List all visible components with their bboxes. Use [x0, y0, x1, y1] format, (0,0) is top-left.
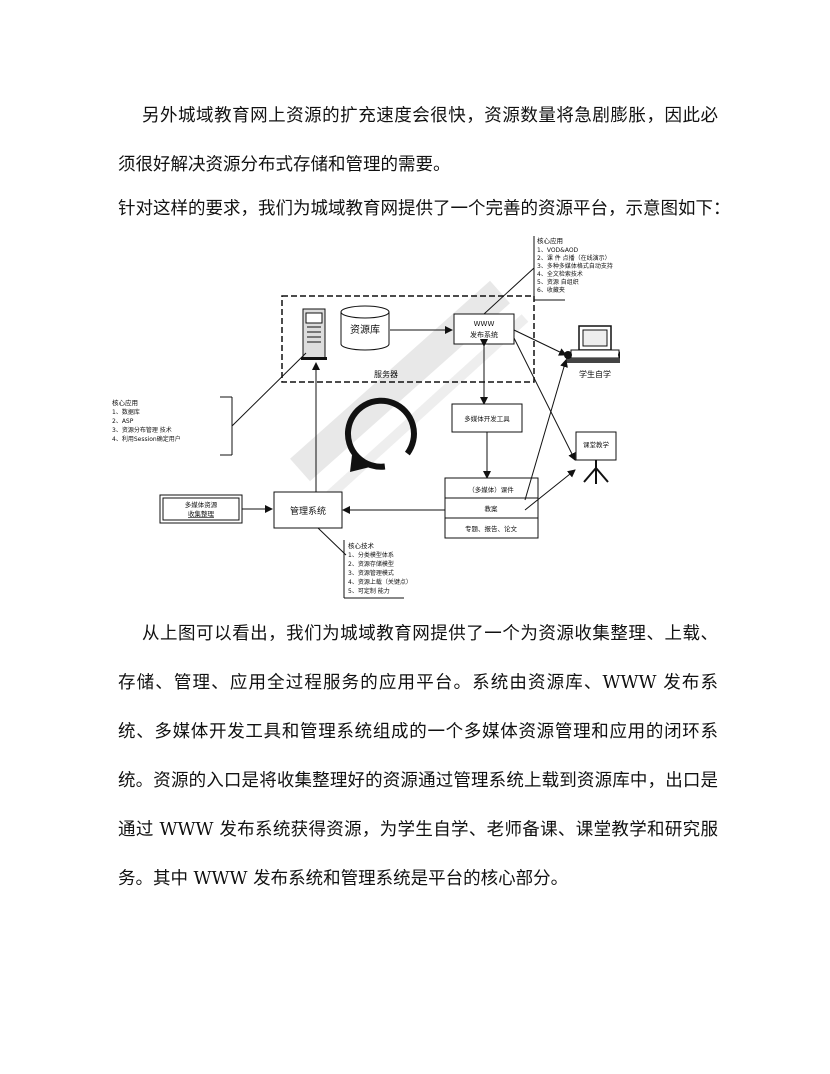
core-apps-callout: 核心应用 1、VOD&AOD 2、课 件 点播（在线演示） 3、多种多媒体格式自… [483, 236, 613, 315]
database-cylinder-icon [340, 305, 390, 351]
server-tower-icon [301, 308, 327, 360]
collect-organize-box: 多媒体资源 收集整理 [159, 494, 243, 524]
lesson-plan-label: 教案 [485, 504, 499, 513]
management-system-box [273, 491, 343, 529]
resource-platform-diagram: 资源库 WWW 发布系统 服务器 核心应用 1、VOD&AOD 2、课 件 点播… [112, 236, 620, 599]
student-self-study-label: 学生自学 [579, 369, 611, 379]
tech-apps-item: 4、利用Session确定用户 [112, 435, 181, 443]
collect-line1: 多媒体资源 [185, 500, 218, 509]
intro-paragraph: 另外城域教育网上资源的扩充速度会很快，资源数量将急剧膨胀，因此必须很好解决资源分… [118, 106, 718, 175]
tech-apps-title: 核心应用 [112, 398, 138, 407]
core-tech-item: 2、资源存储模型 [348, 560, 394, 568]
server-dashed-box [281, 295, 535, 383]
core-tech-callout: 核心技术 1、分类模型体系 2、资源存储模型 3、资源管理模式 4、资源上载（关… [317, 527, 412, 599]
core-apps-title: 核心应用 [537, 236, 563, 245]
student-computer-icon [564, 325, 620, 363]
collect-line2: 收集整理 [188, 509, 215, 518]
topics-label: 专题、报告、论文 [465, 524, 518, 533]
tech-apps-callout: 核心应用 1、数据库 2、ASP 3、资源分布管理 技术 4、利用Session… [112, 352, 307, 456]
classroom-teaching-label: 课堂教学 [583, 440, 610, 449]
tech-apps-item: 2、ASP [112, 418, 134, 425]
core-apps-item: 2、课 件 点播（在线演示） [537, 254, 611, 262]
core-tech-title: 核心技术 [348, 541, 375, 550]
server-label: 服务器 [374, 369, 398, 379]
multimedia-dev-tool-box [451, 403, 523, 433]
diagram-lead-paragraph: 针对这样的要求，我们为城域教育网提供了一个完善的资源平台，示意图如下： [118, 199, 731, 219]
summary-paragraph: 从上图可以看出，我们为城域教育网提供了一个为资源收集整理、上载、存储、管理、应用… [118, 624, 718, 889]
core-apps-item: 3、多种多媒体格式自动支持 [537, 262, 613, 270]
core-tech-item: 1、分类模型体系 [348, 551, 394, 559]
tech-apps-item: 1、数据库 [112, 408, 140, 416]
courseware-box: （多媒体）课件 教案 专题、报告、论文 [444, 477, 539, 539]
core-apps-item: 5、资源 自组织 [537, 278, 579, 286]
classroom-projector-icon [575, 431, 617, 484]
core-tech-item: 4、资源上载（关键点） [348, 578, 412, 586]
resource-db-label: 资源库 [350, 323, 380, 336]
multimedia-dev-tool-label: 多媒体开发工具 [464, 414, 510, 423]
core-tech-item: 3、资源管理模式 [348, 569, 394, 577]
publish-system-label: 发布系统 [470, 330, 498, 339]
core-tech-item: 5、可定制 能力 [348, 587, 390, 595]
core-apps-item: 6、收藏夹 [537, 286, 565, 294]
www-label: WWW [474, 320, 495, 328]
core-apps-item: 4、全文检索技术 [537, 270, 583, 278]
management-system-label: 管理系统 [290, 505, 326, 517]
tech-apps-item: 3、资源分布管理 技术 [112, 426, 172, 434]
core-apps-item: 1、VOD&AOD [537, 247, 579, 254]
courseware-label: （多媒体）课件 [468, 485, 514, 494]
www-publish-box [453, 313, 515, 345]
circular-flow-arrow-icon [344, 397, 417, 472]
